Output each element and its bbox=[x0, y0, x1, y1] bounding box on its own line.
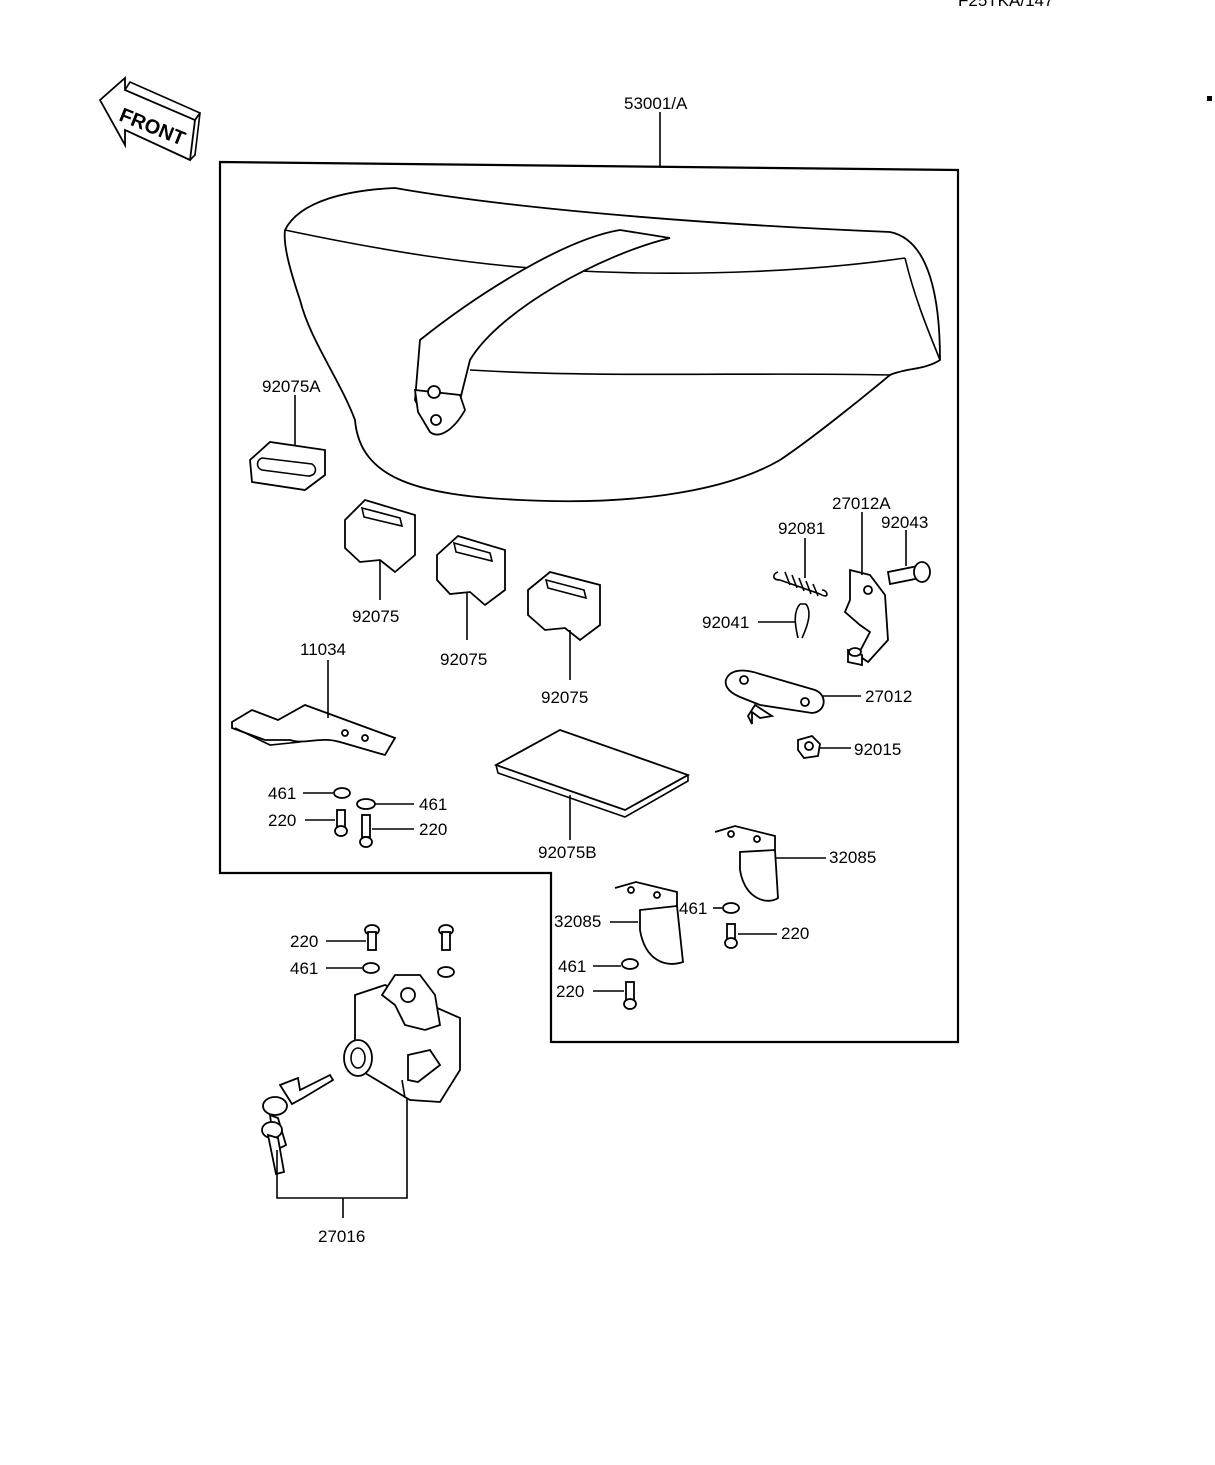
label-92075-3: 92075 bbox=[541, 688, 588, 707]
part-92043-bolt: 92043 bbox=[881, 513, 931, 586]
label-32085-l: 32085 bbox=[554, 912, 601, 931]
label-461-hl: 461 bbox=[558, 957, 586, 976]
corner-mark bbox=[1207, 96, 1212, 101]
front-arrow-icon: FRONT bbox=[98, 76, 202, 162]
part-11034: 11034 bbox=[231, 640, 397, 757]
reference-code: F25TKA/147 bbox=[958, 0, 1053, 10]
label-220-l: 220 bbox=[268, 811, 296, 830]
label-92043: 92043 bbox=[881, 513, 928, 532]
label-461-r: 461 bbox=[419, 795, 447, 814]
part-92081-spring: 92081 bbox=[772, 519, 828, 597]
part-27012A: 27012A bbox=[832, 494, 891, 667]
label-461-lock: 461 bbox=[290, 959, 318, 978]
label-92075B: 92075B bbox=[538, 843, 597, 862]
label-461-hr: 461 bbox=[679, 899, 707, 918]
assembly-frame bbox=[218, 160, 960, 1044]
fasteners-hinge: 461 220 461 220 bbox=[556, 899, 809, 1010]
fasteners-lock: 220 461 bbox=[290, 924, 455, 978]
part-27012: 27012 bbox=[724, 669, 912, 725]
part-92041-cotter-pin: 92041 bbox=[702, 603, 810, 639]
leader-27016 bbox=[276, 1098, 408, 1218]
label-11034: 11034 bbox=[300, 640, 346, 659]
label-92075-2: 92075 bbox=[440, 650, 487, 669]
label-32085-r: 32085 bbox=[829, 848, 876, 867]
fasteners-left: 461 461 220 220 bbox=[268, 784, 447, 848]
part-92015-nut: 92015 bbox=[797, 734, 901, 759]
label-27016: 27016 bbox=[318, 1227, 365, 1246]
label-461-l: 461 bbox=[268, 784, 296, 803]
part-92075A: 92075A bbox=[249, 377, 326, 491]
label-92015: 92015 bbox=[854, 740, 901, 759]
label-220-r: 220 bbox=[419, 820, 447, 839]
part-92075-3: 92075 bbox=[527, 571, 601, 707]
part-27016-lock bbox=[343, 974, 461, 1103]
label-220-hl: 220 bbox=[556, 982, 584, 1001]
part-92075B: 92075B bbox=[493, 729, 691, 862]
label-53001: 53001/A bbox=[624, 94, 688, 113]
label-92041: 92041 bbox=[702, 613, 749, 632]
keys-icon bbox=[261, 1073, 335, 1176]
label-92075A: 92075A bbox=[262, 377, 321, 396]
label-220-lock: 220 bbox=[290, 932, 318, 951]
part-32085-right: 32085 bbox=[714, 825, 876, 902]
label-220-hr: 220 bbox=[781, 924, 809, 943]
label-27012: 27012 bbox=[865, 687, 912, 706]
seat-illustration bbox=[283, 187, 941, 503]
label-92075-1: 92075 bbox=[352, 607, 399, 626]
label-92081: 92081 bbox=[778, 519, 825, 538]
part-92075-1: 92075 bbox=[344, 498, 416, 626]
part-92075-2: 92075 bbox=[436, 534, 506, 669]
part-32085-left: 32085 bbox=[554, 881, 684, 965]
label-27012A: 27012A bbox=[832, 494, 891, 513]
